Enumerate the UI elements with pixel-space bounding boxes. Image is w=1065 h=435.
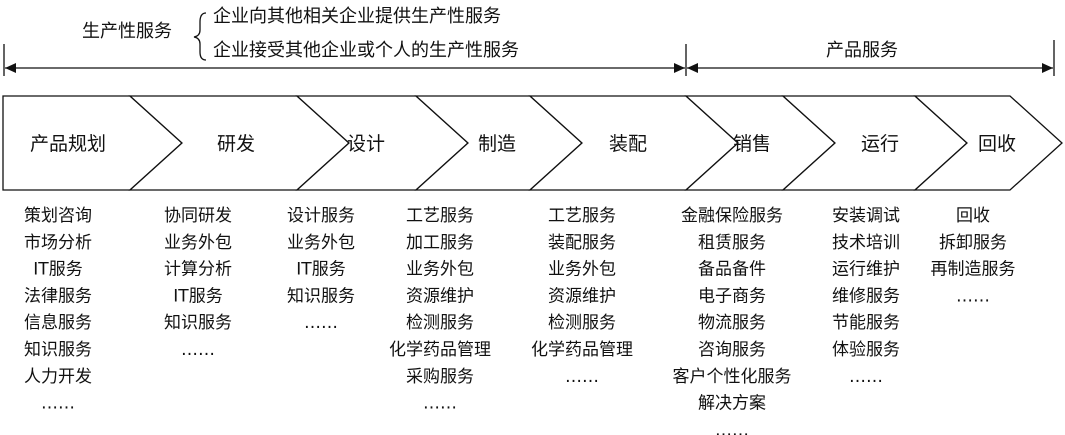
stage-4-item: 资源维护 <box>406 286 474 306</box>
stage-8-item: 回收 <box>956 206 990 226</box>
stage-label-7: 运行 <box>861 133 899 155</box>
stage-2-item: 计算分析 <box>164 260 232 280</box>
stage-1-item: 人力开发 <box>24 367 92 387</box>
stage-8-item: …… <box>956 286 990 306</box>
stage-7-item: 体验服务 <box>832 340 900 360</box>
stage-6-item: 电子商务 <box>698 286 766 306</box>
stage-1-item: …… <box>41 394 75 414</box>
stage-3-item: IT服务 <box>296 260 345 280</box>
stage-4-item: 采购服务 <box>406 367 474 387</box>
stage-6-item: 金融保险服务 <box>681 206 783 226</box>
stage-1-item: 法律服务 <box>24 286 92 306</box>
stage-6-item: 解决方案 <box>698 394 766 414</box>
stage-2-item: 知识服务 <box>164 313 232 333</box>
stage-7-item: …… <box>849 367 883 387</box>
stage-5-item: 化学药品管理 <box>531 340 633 360</box>
stage-label-3: 设计 <box>347 133 385 155</box>
stage-1-item: IT服务 <box>33 260 82 280</box>
stage-label-5: 装配 <box>609 133 647 155</box>
stage-1-item: 策划咨询 <box>24 206 92 226</box>
stage-5-item: 检测服务 <box>548 313 616 333</box>
stage-7-item: 技术培训 <box>832 233 900 253</box>
stage-7-item: 安装调试 <box>832 206 900 226</box>
stage-label-6: 销售 <box>733 133 771 155</box>
productive-service-label: 生产性服务 <box>82 21 172 42</box>
stage-3-item: 知识服务 <box>287 286 355 306</box>
stage-chevron-8 <box>913 95 1063 191</box>
stage-6-item: …… <box>715 420 749 435</box>
stage-3-item: 设计服务 <box>287 206 355 226</box>
stage-7-item: 维修服务 <box>832 286 900 306</box>
stage-2-item: IT服务 <box>173 286 222 306</box>
stage-8-item: 再制造服务 <box>931 260 1016 280</box>
stage-1-item: 知识服务 <box>24 340 92 360</box>
stage-7-item: 节能服务 <box>832 313 900 333</box>
stage-4-item: 检测服务 <box>406 313 474 333</box>
branch-receive: 企业接受其他企业或个人的生产性服务 <box>213 40 519 61</box>
stage-5-item: 装配服务 <box>548 233 616 253</box>
stage-label-4: 制造 <box>478 133 516 155</box>
branch-provide: 企业向其他相关企业提供生产性服务 <box>213 6 501 27</box>
stage-2-item: 业务外包 <box>164 233 232 253</box>
stage-3-item: …… <box>304 313 338 333</box>
stage-7-item: 运行维护 <box>832 260 900 280</box>
stage-6-item: 物流服务 <box>698 313 766 333</box>
stage-6-item: 客户个性化服务 <box>673 367 792 387</box>
stage-5-item: 资源维护 <box>548 286 616 306</box>
stage-5-item: …… <box>565 367 599 387</box>
stage-3-item: 业务外包 <box>287 233 355 253</box>
stage-4-item: …… <box>423 394 457 414</box>
stage-5-item: 业务外包 <box>548 260 616 280</box>
stage-4-item: 业务外包 <box>406 260 474 280</box>
stage-4-item: 工艺服务 <box>406 206 474 226</box>
stage-4-item: 化学药品管理 <box>389 340 491 360</box>
stage-2-item: 协同研发 <box>164 206 232 226</box>
stage-6-item: 咨询服务 <box>698 340 766 360</box>
stage-4-item: 加工服务 <box>406 233 474 253</box>
stage-6-item: 租赁服务 <box>698 233 766 253</box>
stage-8-item: 拆卸服务 <box>939 233 1007 253</box>
stage-1-item: 市场分析 <box>24 233 92 253</box>
stage-1-item: 信息服务 <box>24 313 92 333</box>
stage-label-1: 产品规划 <box>30 133 106 155</box>
stage-6-item: 备品备件 <box>698 260 766 280</box>
stage-5-item: 工艺服务 <box>548 206 616 226</box>
product-service-label: 产品服务 <box>826 40 898 61</box>
stage-label-8: 回收 <box>978 133 1016 155</box>
brace <box>193 12 207 61</box>
stage-label-2: 研发 <box>217 133 255 155</box>
stage-2-item: …… <box>181 340 215 360</box>
